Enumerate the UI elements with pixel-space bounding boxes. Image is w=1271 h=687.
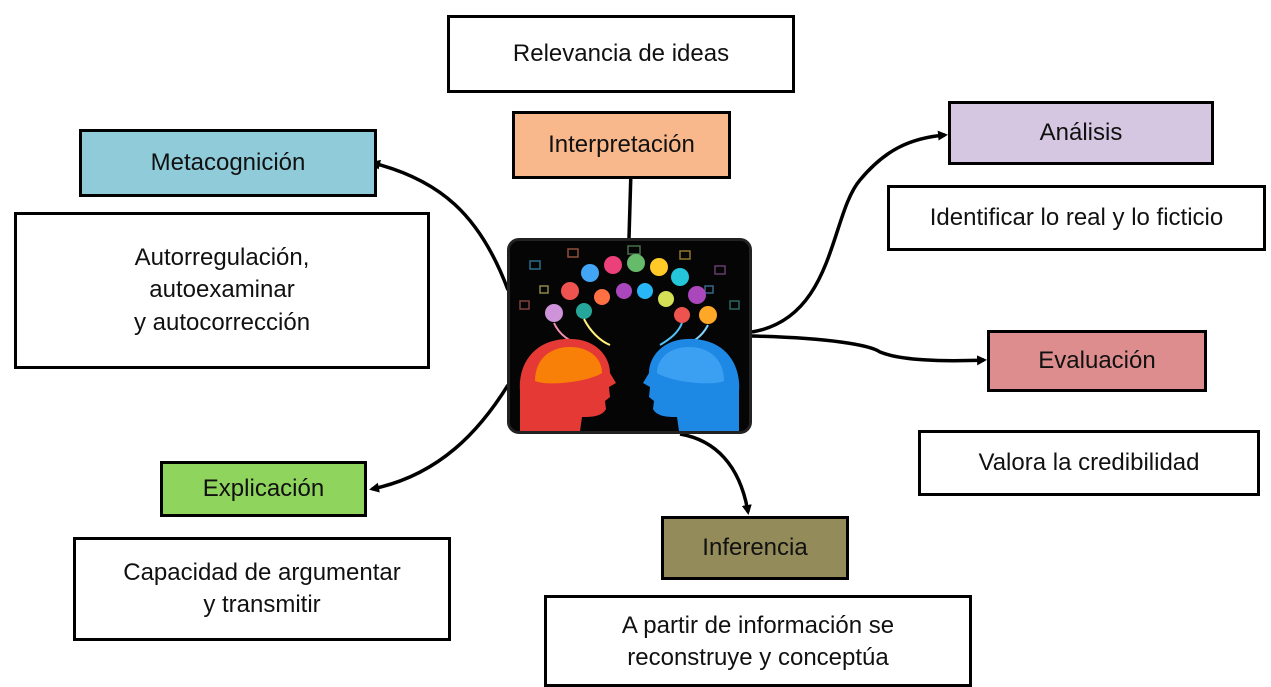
interpretacion-label: Interpretación [548,130,695,158]
metacognicion-label: Metacognición [150,148,306,176]
interpretacion-box: Interpretación [512,111,731,179]
evaluacion-detail: Valora la credibilidad [978,448,1200,476]
analisis-label: Análisis [1039,118,1123,146]
metacognicion-detail: Autorregulación, autoexaminar y autocorr… [133,243,311,336]
explicacion-detail-box: Capacidad de argumentar y transmitir [73,537,451,641]
arrow-to-analisis [751,130,948,334]
analisis-box: Análisis [948,101,1214,165]
analisis-detail: Identificar lo real y lo ficticio [929,203,1224,231]
explicacion-box: Explicación [160,461,367,517]
evaluacion-label: Evaluación [1038,346,1156,374]
arrow-to-metacognicion [370,159,510,291]
interpretacion-detail: Relevancia de ideas [512,39,730,67]
arrow-to-explicacion [369,384,510,493]
explicacion-detail: Capacidad de argumentar y transmitir [123,558,401,618]
analisis-detail-box: Identificar lo real y lo ficticio [887,185,1266,251]
inferencia-label: Inferencia [702,533,808,561]
two-heads-illustration [510,241,749,431]
interpretacion-detail-box: Relevancia de ideas [447,15,795,93]
arrow-to-inferencia [679,432,752,515]
arrow-to-evaluacion [751,334,987,366]
metacognicion-box: Metacognición [79,129,377,197]
metacognicion-detail-box: Autorregulación, autoexaminar y autocorr… [14,212,430,369]
inferencia-box: Inferencia [661,516,849,580]
two-heads-icon [507,238,752,434]
inferencia-detail: A partir de información se reconstruye y… [621,612,895,672]
inferencia-detail-box: A partir de información se reconstruye y… [544,595,972,687]
evaluacion-box: Evaluación [987,330,1207,392]
arrow-to-interpretacion [625,167,636,239]
explicacion-label: Explicación [202,474,325,502]
evaluacion-detail-box: Valora la credibilidad [918,430,1260,496]
